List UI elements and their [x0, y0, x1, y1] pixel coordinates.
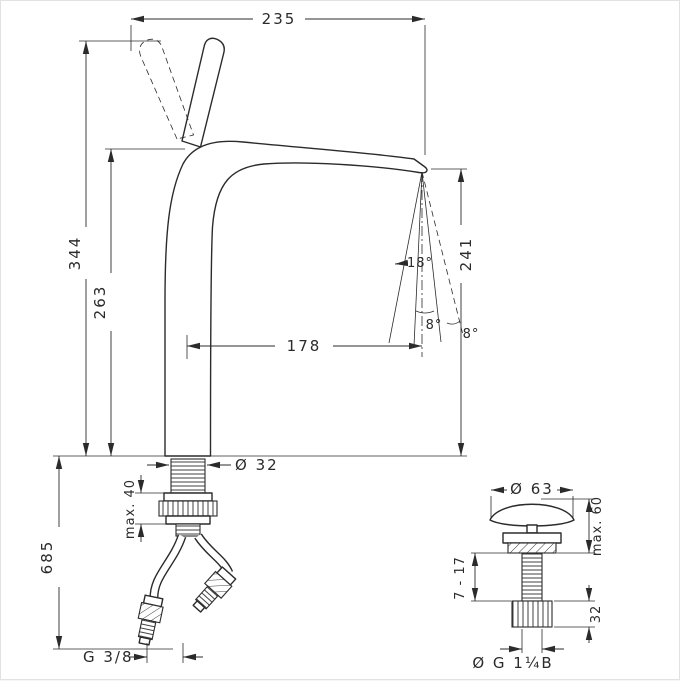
- dim-top-width: 235: [130, 10, 426, 155]
- spout-height-label: 263: [91, 285, 109, 320]
- faucet-body: [164, 140, 428, 457]
- dim-overall-height: 344: [66, 40, 161, 456]
- drain-flange: [502, 532, 562, 554]
- hose-fitting-2: [192, 566, 237, 613]
- outlet-height-label: 241: [457, 237, 475, 272]
- faucet-shank: [158, 458, 218, 537]
- supply-hoses: [137, 533, 237, 646]
- faucet-handle: [181, 37, 225, 148]
- dim-max-thickness: max. 40: [123, 475, 167, 542]
- drain-threaded-stem: [521, 552, 543, 602]
- angle-main-label: 18°: [407, 256, 433, 271]
- overall-height-label: 344: [66, 236, 84, 271]
- drain-locknut: [511, 600, 553, 628]
- faucet-handle-alt-position: [139, 38, 195, 140]
- angle-b-label: 8°: [463, 327, 480, 342]
- dim-drain-max-height: max. 60: [541, 496, 605, 556]
- dim-outlet-height: 241: [431, 168, 475, 456]
- drain-cap: [489, 503, 575, 534]
- top-width-label: 235: [262, 10, 297, 28]
- drain-adjust-range-label: 7 - 17: [453, 556, 468, 600]
- max-thickness-label: max. 40: [123, 479, 138, 539]
- dim-hose-thread: G 3/8: [83, 643, 203, 666]
- dim-drain-thread: Ø G 1¼B: [472, 629, 564, 672]
- cap-diameter-label: Ø 63: [510, 480, 554, 498]
- angle-annotations: 18° 8° 8°: [394, 256, 480, 342]
- dim-shank-diameter: Ø 32: [147, 456, 279, 474]
- dim-drain-adjust-range: 7 - 17: [453, 552, 511, 602]
- hose-thread-label: G 3/8: [83, 648, 134, 666]
- dim-spout-height: 263: [91, 148, 185, 456]
- shank-diameter-label: Ø 32: [235, 456, 279, 474]
- hose-fitting-1: [137, 594, 164, 646]
- drain-max-height-label: max. 60: [590, 496, 605, 556]
- water-streams: [388, 171, 464, 357]
- drain-assembly: [489, 503, 575, 628]
- dim-locknut-height: 32: [554, 585, 604, 643]
- dim-cap-diameter: Ø 63: [490, 480, 574, 519]
- angle-a-label: 8°: [426, 318, 443, 333]
- drain-thread-label: Ø G 1¼B: [472, 654, 553, 672]
- locknut-height-label: 32: [589, 605, 604, 624]
- spout-reach-label: 178: [287, 337, 322, 355]
- dim-install-height: 685: [38, 456, 173, 650]
- install-height-label: 685: [38, 540, 56, 575]
- dim-spout-reach: 178: [186, 335, 422, 359]
